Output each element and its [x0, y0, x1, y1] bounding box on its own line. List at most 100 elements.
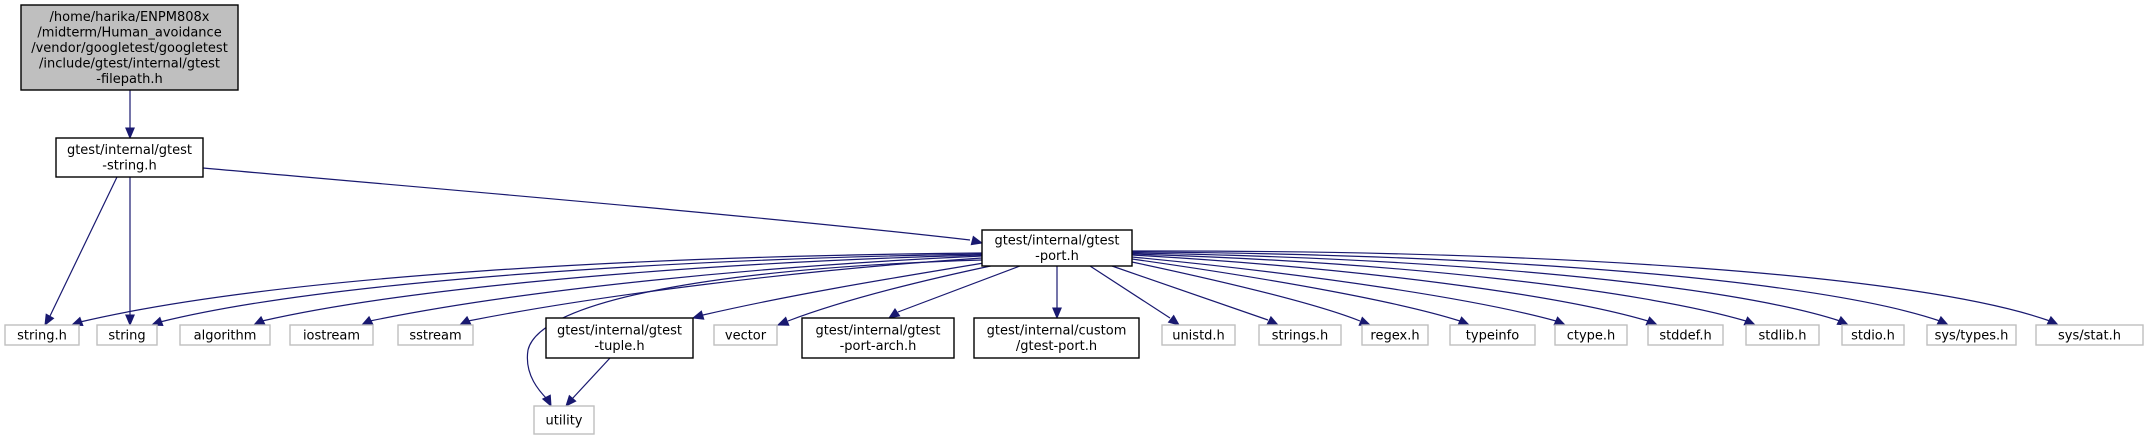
- edge-line: [1131, 256, 1557, 322]
- arrowhead-icon: [1743, 316, 1757, 326]
- node-box: [1745, 324, 1820, 346]
- edge-gstring-to-gport: [202, 167, 984, 246]
- edge-root-to-gstring: [125, 90, 135, 140]
- node-box: [1258, 324, 1342, 346]
- node-label-line: -filepath.h: [96, 72, 162, 87]
- node-typeinfo: typeinfo: [1449, 324, 1536, 346]
- arrowhead-icon: [125, 127, 135, 140]
- arrowhead-icon: [1645, 316, 1659, 326]
- arrowhead-icon: [691, 310, 705, 320]
- arrowhead-icon: [2046, 315, 2060, 326]
- edge-gport-to-regex: [1131, 261, 1372, 326]
- node-label-line: algorithm: [194, 328, 257, 343]
- edge-line: [1131, 250, 2051, 322]
- edge-line: [49, 176, 118, 317]
- arrowhead-icon: [970, 235, 984, 246]
- node-box: [1449, 324, 1536, 346]
- edge-gport-to-utility: [526, 259, 983, 408]
- node-stdlib: stdlib.h: [1745, 324, 1820, 346]
- edge-gport-to-typeinfo: [1131, 258, 1471, 326]
- node-label-line: string.h: [17, 328, 67, 343]
- node-box: [20, 4, 239, 91]
- node-utility: utility: [533, 405, 595, 435]
- node-gport[interactable]: gtest/internal/gtest-port.h: [981, 229, 1133, 267]
- node-label-line: -string.h: [102, 159, 156, 174]
- node-label-line: sys/stat.h: [2058, 328, 2121, 343]
- edge-gport-to-gtuple: [691, 261, 991, 320]
- arrowhead-icon: [360, 315, 374, 326]
- node-label-line: gtest/internal/custom: [987, 324, 1127, 339]
- node-label-line: stddef.h: [1659, 328, 1711, 343]
- node-box: [1161, 324, 1236, 346]
- node-ctype: ctype.h: [1554, 324, 1628, 346]
- edge-gport-to-unistd: [1089, 265, 1181, 326]
- edge-line: [1131, 261, 1361, 322]
- arrowhead-icon: [1052, 307, 1062, 320]
- node-box: [1926, 324, 2017, 346]
- node-box: [179, 324, 271, 346]
- arrowhead-icon: [887, 308, 901, 319]
- edge-line: [1111, 265, 1269, 321]
- edge-line: [369, 255, 983, 322]
- edge-gport-to-gcustom: [1052, 266, 1062, 320]
- node-iostream: iostream: [289, 324, 374, 346]
- arrowhead-icon: [1167, 314, 1181, 326]
- arrowhead-icon: [776, 316, 790, 326]
- arrowhead-icon: [458, 315, 472, 326]
- node-string-h: string.h: [4, 324, 80, 346]
- node-root[interactable]: /home/harika/ENPM808x/midterm/Human_avoi…: [20, 4, 239, 91]
- edge-line: [1131, 254, 1649, 322]
- arrowhead-icon: [565, 394, 577, 407]
- edge-gport-to-stdio: [1131, 252, 1850, 326]
- node-label-line: sys/types.h: [1935, 328, 2009, 343]
- edge-line: [1131, 252, 1841, 322]
- edge-gport-to-sstream: [458, 257, 983, 326]
- node-label-line: gtest/internal/gtest: [67, 143, 192, 158]
- node-box: [1554, 324, 1628, 346]
- node-label-line: regex.h: [1370, 328, 1419, 343]
- arrowhead-icon: [1936, 315, 1950, 326]
- node-label-line: utility: [546, 413, 583, 428]
- node-box: [981, 229, 1133, 267]
- node-label-line: -tuple.h: [594, 339, 644, 354]
- node-box: [1361, 324, 1429, 346]
- node-box: [973, 317, 1140, 359]
- node-sysstat: sys/stat.h: [2035, 324, 2144, 346]
- edge-line: [1089, 265, 1171, 319]
- node-algorithm: algorithm: [179, 324, 271, 346]
- node-label-line: typeinfo: [1466, 328, 1519, 343]
- arrowhead-icon: [44, 313, 55, 327]
- node-box: [533, 405, 595, 435]
- arrowhead-icon: [541, 394, 552, 408]
- node-label-line: iostream: [303, 328, 360, 343]
- edge-gport-to-vector: [776, 263, 1001, 326]
- arrowhead-icon: [252, 315, 266, 326]
- edge-gstring-to-string: [125, 177, 135, 327]
- edge-line: [1131, 251, 1941, 322]
- node-box: [4, 324, 80, 346]
- edge-line: [261, 254, 983, 322]
- node-label-line: strings.h: [1272, 328, 1328, 343]
- edge-line: [1131, 258, 1461, 322]
- arrowhead-icon: [1553, 316, 1567, 326]
- node-label-line: sstream: [409, 328, 461, 343]
- node-label-line: gtest/internal/gtest: [994, 234, 1119, 249]
- node-stddef: stddef.h: [1647, 324, 1724, 346]
- node-box: [545, 317, 694, 359]
- node-label-line: unistd.h: [1172, 328, 1225, 343]
- node-box: [397, 324, 474, 346]
- arrowhead-icon: [125, 314, 135, 327]
- node-gstring[interactable]: gtest/internal/gtest-string.h: [55, 137, 204, 178]
- edge-gport-to-gportarch: [887, 265, 1021, 319]
- node-label-line: -port.h: [1035, 249, 1079, 264]
- edge-line: [897, 265, 1021, 313]
- node-gtuple[interactable]: gtest/internal/gtest-tuple.h: [545, 317, 694, 359]
- arrowhead-icon: [1358, 316, 1372, 326]
- header-nodes: /home/harika/ENPM808x/midterm/Human_avoi…: [4, 4, 2144, 435]
- node-box: [96, 324, 158, 346]
- arrowhead-icon: [70, 316, 84, 326]
- edge-line: [1131, 253, 1747, 322]
- node-gcustom[interactable]: gtest/internal/custom/gtest-port.h: [973, 317, 1140, 359]
- node-gportarch[interactable]: gtest/internal/gtest-port-arch.h: [801, 317, 955, 359]
- edge-gstring-to-string_h: [44, 176, 118, 327]
